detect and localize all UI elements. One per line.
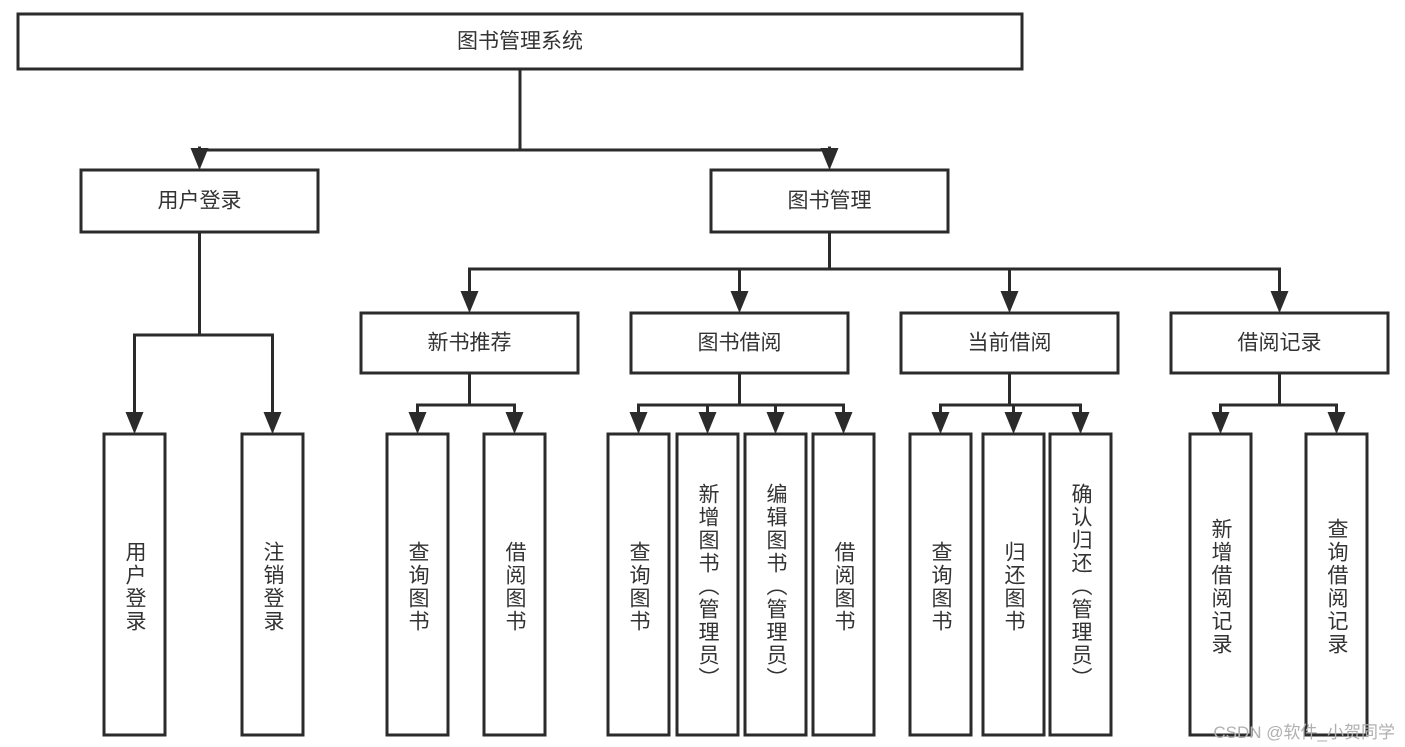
arrow-head-leaf-leaf-return-book [1004,412,1023,434]
connectors-layer [125,67,1346,434]
node-box-book-borrow[interactable] [629,311,850,375]
arrow-head-level3-new-book-recommend [460,291,479,313]
arrow-head-leaf-leaf-borrow-book-1 [505,412,524,434]
node-box-leaf-add-book[interactable] [675,432,740,737]
node-box-leaf-query-book-1[interactable] [385,432,450,737]
node-box-root[interactable] [16,12,1024,71]
node-box-new-book-recommend[interactable] [359,311,580,375]
node-label-root: 图书管理系统 [457,30,583,53]
arrow-head-leaf-leaf-borrow-book-2 [834,412,853,434]
node-box-book-manage[interactable] [709,168,950,234]
arrow-head-leaf-leaf-confirm-return [1071,412,1090,434]
arrow-head-level2-user-login [190,148,209,170]
arrow-head-level3-borrow-record [1270,291,1289,313]
arrow-head-level2-book-manage [820,148,839,170]
node-label-user-login: 用户登录 [158,190,242,213]
arrow-head-leaf-leaf-add-record [1211,412,1230,434]
node-label-book-borrow: 图书借阅 [698,332,782,355]
arrow-head-leaf-leaf-query-record [1327,412,1346,434]
node-box-leaf-return-book[interactable] [981,432,1046,737]
node-box-borrow-record[interactable] [1169,311,1390,375]
arrow-head-left-leaf-leaf-user-logout [263,412,282,434]
csdn-watermark: CSDN @软件_小贺同学 [1213,723,1395,742]
arrow-head-level3-current-borrow [1000,291,1019,313]
node-box-leaf-user-logout[interactable] [240,432,305,737]
node-box-current-borrow[interactable] [899,311,1120,375]
arrow-head-leaf-leaf-query-book-2 [629,412,648,434]
boxes-layer [16,12,1390,737]
node-box-leaf-confirm-return[interactable] [1048,432,1113,737]
node-box-leaf-query-record[interactable] [1304,432,1369,737]
node-label-current-borrow: 当前借阅 [968,332,1052,355]
arrow-head-leaf-leaf-query-book-3 [931,412,950,434]
arrow-head-level3-book-borrow [730,291,749,313]
node-label-borrow-record: 借阅记录 [1238,332,1322,355]
arrow-head-leaf-leaf-query-book-1 [408,412,427,434]
node-box-leaf-user-login[interactable] [102,432,167,737]
node-box-leaf-query-book-2[interactable] [606,432,671,737]
node-box-leaf-borrow-book-2[interactable] [811,432,876,737]
arrow-head-leaf-leaf-add-book [698,412,717,434]
arrow-head-left-leaf-leaf-user-login [125,412,144,434]
arrow-head-leaf-leaf-edit-book [766,412,785,434]
node-label-new-book-recommend: 新书推荐 [428,332,512,355]
node-box-leaf-edit-book[interactable] [743,432,808,737]
node-box-user-login[interactable] [79,168,320,234]
node-label-book-manage: 图书管理 [788,190,872,213]
node-box-leaf-borrow-book-1[interactable] [482,432,547,737]
node-box-leaf-add-record[interactable] [1188,432,1253,737]
node-box-leaf-query-book-3[interactable] [908,432,973,737]
